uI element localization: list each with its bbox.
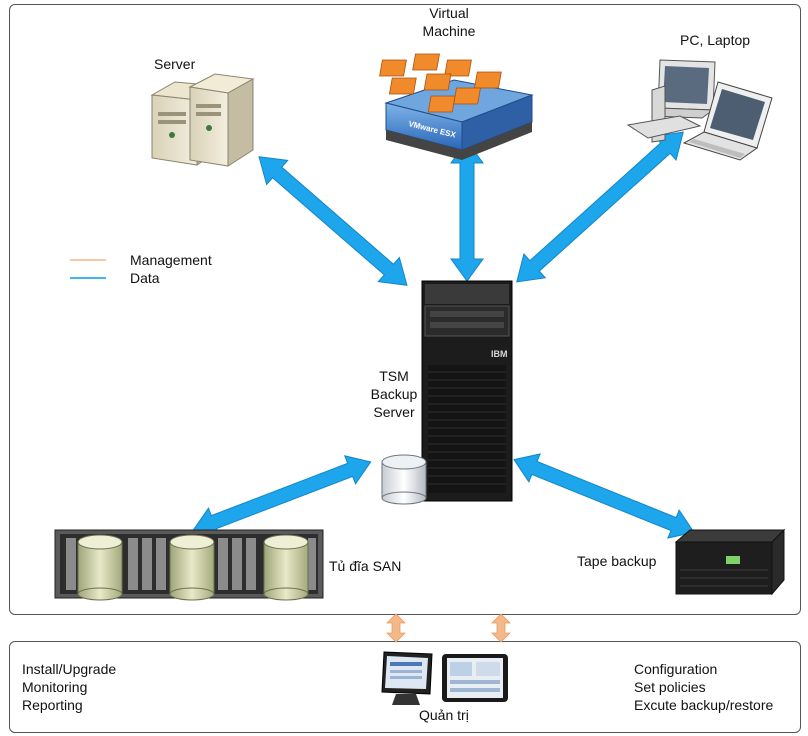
virtual-machine-label: Virtual Machine <box>422 5 476 39</box>
san-storage-icon <box>54 529 324 601</box>
admin-label: Quản trị <box>419 707 469 723</box>
legend-data-label: Data <box>130 270 160 286</box>
task-set-policies: Set policies <box>634 679 706 695</box>
arrow-mgmt-left <box>386 613 406 643</box>
task-configuration: Configuration <box>634 661 718 677</box>
tape-backup-label: Tape backup <box>577 553 657 569</box>
san-label: Tủ đĩa SAN <box>329 558 402 574</box>
arrow-pc-tsm <box>516 131 684 283</box>
legend-management-label: Management <box>130 252 212 268</box>
data-arrows <box>192 131 695 539</box>
ibm-logo: IBM <box>491 349 508 359</box>
arrow-tape-tsm <box>513 453 695 539</box>
task-install-upgrade: Install/Upgrade <box>22 661 117 677</box>
task-execute-backup-restore: Excute backup/restore <box>634 697 774 713</box>
arrow-server-tsm <box>258 156 408 286</box>
tape-library-icon <box>674 528 786 596</box>
legend-data-line <box>70 277 106 279</box>
virtual-machine-icon: VMware ESX <box>379 53 534 160</box>
arrow-vm-tsm <box>450 140 484 282</box>
database-icon <box>381 454 427 505</box>
tsm-backup-server-label: TSM Backup Server <box>370 368 418 420</box>
arrow-mgmt-right <box>491 613 511 643</box>
legend-management-line <box>70 259 106 261</box>
admin-monitor-icon <box>381 651 433 705</box>
admin-tasks-left: Install/Upgrade Monitoring Reporting <box>22 660 116 714</box>
pc-laptop-label: PC, Laptop <box>680 32 751 48</box>
server-icon <box>150 73 255 167</box>
server-label: Server <box>154 56 196 72</box>
admin-tasks-right: Configuration Set policies Excute backup… <box>634 660 773 714</box>
pc-laptop-icon <box>626 59 773 161</box>
task-reporting: Reporting <box>22 697 83 713</box>
admin-tablet-icon <box>442 654 508 702</box>
tsm-server-icon: IBM <box>421 280 513 502</box>
task-monitoring: Monitoring <box>22 679 88 695</box>
management-arrows <box>386 613 511 643</box>
